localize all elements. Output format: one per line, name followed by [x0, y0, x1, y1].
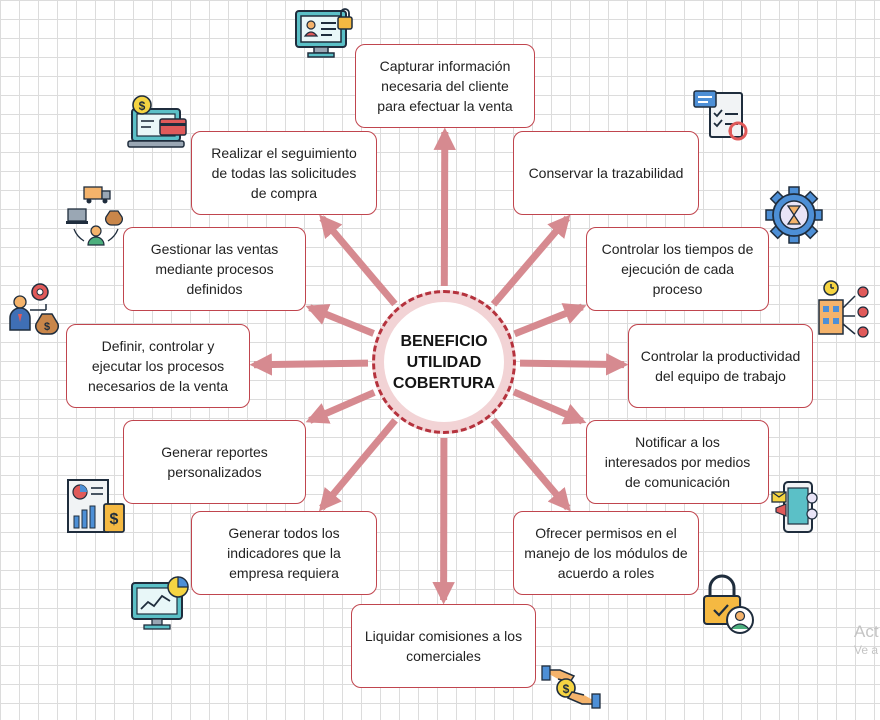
center-circle	[384, 302, 504, 422]
node-generar-indicadores: Generar todos los indicadores que la emp…	[191, 511, 377, 595]
node-conservar: Conservar la trazabilidad	[513, 131, 699, 215]
node-realizar: Realizar el seguimiento de todas las sol…	[191, 131, 377, 215]
activation-watermark: Act Ve a	[854, 622, 879, 658]
node-notificar: Notificar a los interesados por medios d…	[586, 420, 769, 504]
arrow-to-realizar	[319, 214, 398, 307]
gear-hourglass-icon	[765, 186, 823, 244]
sales-cycle-icon	[66, 186, 123, 246]
center-title: BENEFICIO UTILIDAD COBERTURA	[384, 302, 504, 422]
monitor-chart-icon	[131, 576, 189, 630]
svg-text:$: $	[139, 99, 146, 113]
svg-text:$: $	[563, 682, 570, 696]
node-gestionar: Gestionar las ventas mediante procesos d…	[123, 227, 306, 311]
arrow-to-gestionar	[305, 303, 375, 337]
center-title-line-1: BENEFICIO	[400, 332, 488, 350]
node-ofrecer-permisos: Ofrecer permisos en el manejo de los mód…	[513, 511, 699, 595]
arrow-to-ofrecer-permisos	[490, 417, 571, 512]
laptop-payment-icon: $	[127, 95, 187, 148]
monitor-user-lock-icon	[295, 8, 353, 58]
node-definir: Definir, controlar y ejecutar los proces…	[66, 324, 250, 408]
center-title-line-2: UTILIDAD	[406, 353, 482, 371]
arrow-to-definir	[249, 353, 369, 376]
checklist-clipboard-icon	[693, 90, 748, 141]
arrow-to-conservar	[490, 214, 571, 307]
arrow-to-capturar	[433, 127, 456, 287]
report-dollar-icon: $	[67, 479, 125, 533]
businessman-gear-moneybag-icon: $	[9, 283, 59, 335]
arrow-to-controlar-tiempos	[513, 303, 587, 338]
arrow-to-notificar	[512, 388, 587, 425]
node-capturar: Capturar información necesaria del clien…	[355, 44, 535, 128]
watermark-line-2: Ve a	[854, 643, 879, 657]
hand-coin-icon: $	[541, 665, 601, 709]
arrow-to-controlar-productividad	[519, 353, 629, 376]
node-generar-reportes: Generar reportes personalizados	[123, 420, 306, 504]
node-controlar-productividad: Controlar la productividad del equipo de…	[628, 324, 813, 408]
svg-text:$: $	[44, 321, 50, 333]
arrow-to-generar-indicadores	[318, 418, 398, 512]
svg-text:$: $	[110, 511, 119, 528]
node-controlar-tiempos: Controlar los tiempos de ejecución de ca…	[586, 227, 769, 311]
node-liquidar: Liquidar comisiones a los comerciales	[351, 604, 536, 688]
watermark-line-1: Act	[854, 622, 879, 641]
phone-notification-icon	[771, 481, 818, 533]
org-chart-clock-icon	[818, 280, 869, 338]
center-title-line-3: COBERTURA	[392, 374, 496, 392]
padlock-user-icon	[703, 574, 754, 634]
arrow-to-generar-reportes	[305, 389, 376, 424]
